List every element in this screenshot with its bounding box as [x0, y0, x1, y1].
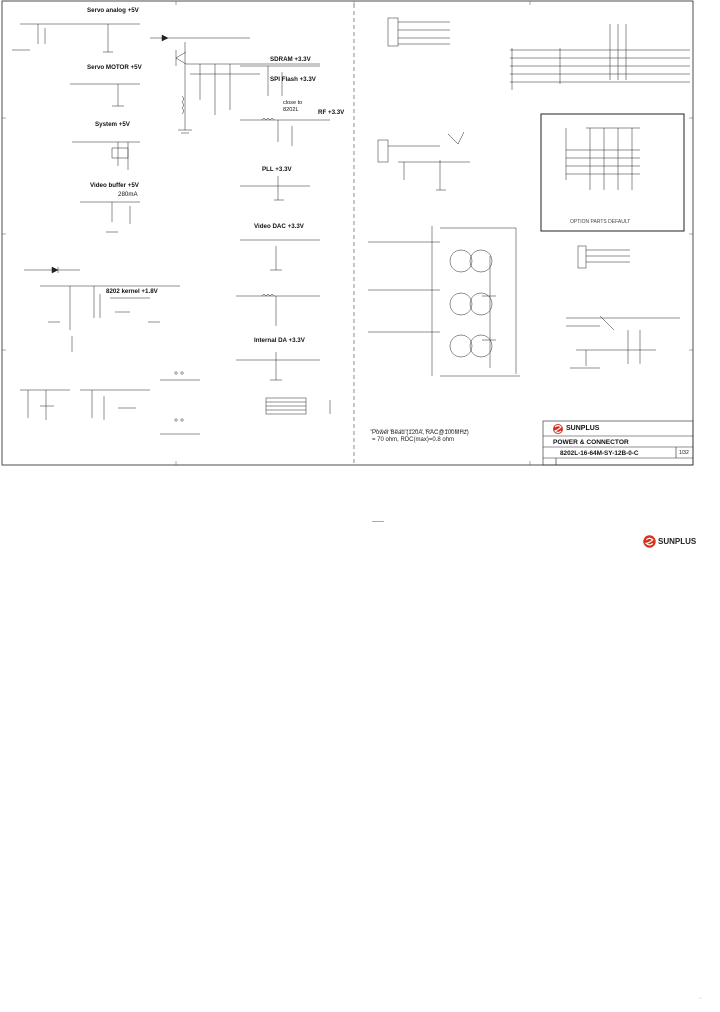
rail-label-internal-da: Internal DA +3.3V — [254, 337, 305, 344]
page-logo-text: SUNPLUS — [658, 537, 697, 546]
power-bead-note-line2: = 70 ohm, RDC(max)=0.8 ohm — [372, 437, 455, 443]
rail-label-spi-flash: SPI Flash +3.3V — [270, 76, 316, 83]
rail-label-video-dac: Video DAC +3.3V — [254, 223, 304, 230]
rail-label-rf: RF +3.3V — [318, 109, 345, 116]
title-block-part-number: 8202L-16-64M-SY-12B-0-C — [560, 450, 639, 457]
border-ticks — [2, 1, 693, 465]
page-separator — [372, 521, 384, 522]
rail-label-servo-motor: Servo MOTOR +5V — [87, 64, 142, 71]
rail-label-video-buffer: Video buffer +5V — [90, 182, 139, 189]
title-block-title: POWER & CONNECTOR — [553, 439, 629, 446]
rail-label-pll: PLL +3.3V — [262, 166, 292, 173]
rail-label-sdram: SDRAM +3.3V — [270, 56, 311, 63]
title-block-frame — [542, 420, 694, 466]
title-block-sheet: 1/32 — [679, 450, 689, 456]
title-logo-mark — [553, 424, 563, 434]
title-block-company: SUNPLUS — [566, 425, 600, 432]
sheet-border — [1, 0, 694, 466]
right-section-circuits — [368, 17, 690, 431]
schematic-sheet: Servo analog +5V Servo MOTOR +5V System … — [0, 0, 720, 470]
rail-label-servo-analog: Servo analog +5V — [87, 7, 139, 14]
schematic-drawing — [1, 0, 694, 466]
left-rail-circuits — [12, 23, 320, 435]
options-box-caption: OPTION PARTS DEFAULT — [570, 219, 631, 225]
video-buffer-current: 280mA — [118, 191, 138, 198]
power-bead-note-line1: Power Bead (120A, RAC@100MHz) — [372, 430, 469, 436]
rail-label-system: System +5V — [95, 121, 130, 128]
page-logo: SUNPLUS — [643, 535, 696, 548]
corner-mark: ••• — [698, 996, 702, 1000]
sunplus-logo-icon — [643, 535, 656, 548]
rail-label-kernel: 8202 kernel +1.8V — [106, 288, 158, 295]
mid-rail-circuits — [236, 65, 331, 415]
close-to-note: close to 8202L — [283, 100, 303, 113]
